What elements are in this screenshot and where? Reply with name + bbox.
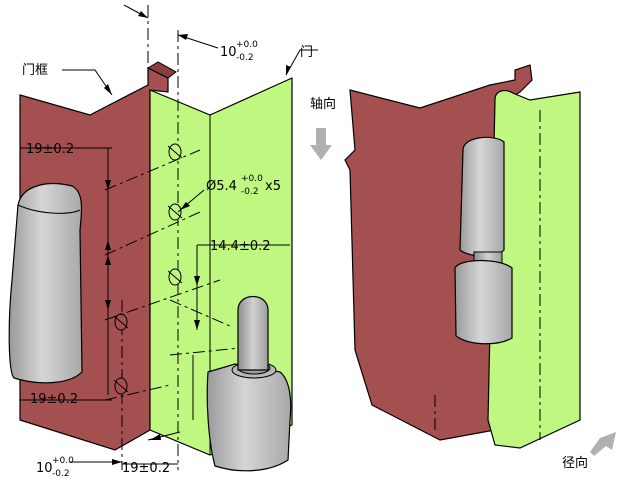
- radial-arrow-icon: [590, 432, 616, 456]
- dim-spacing-left-top: 19±0.2: [26, 142, 74, 157]
- svg-text:+0.0: +0.0: [241, 174, 263, 184]
- svg-text:-0.2: -0.2: [236, 53, 254, 63]
- door-panel-right: [487, 90, 581, 449]
- svg-text:x5: x5: [265, 179, 281, 194]
- hinge-leaf-right: [459, 136, 505, 257]
- hinge-pin-part-left: [206, 296, 292, 472]
- svg-text:Ø5.4: Ø5.4: [206, 179, 237, 194]
- right-assembly-view: 轴向 径向: [310, 64, 616, 471]
- svg-text:10: 10: [36, 461, 53, 476]
- hinge-lower-right: [454, 259, 513, 345]
- svg-text:-0.2: -0.2: [52, 469, 70, 479]
- dim-spacing-bottom: 19±0.2: [122, 461, 170, 476]
- dim-hole-diameter: Ø5.4 +0.0 -0.2 x5: [206, 174, 281, 197]
- dim-offset-bottom: 10 +0.0 -0.2: [36, 456, 74, 479]
- svg-text:-0.2: -0.2: [241, 187, 259, 197]
- label-door: 门: [300, 45, 313, 60]
- svg-text:+0.0: +0.0: [236, 40, 258, 50]
- left-assembly-view: 门框 门 10 +0.0 -0.2 Ø5.4 +0.0 -0.2 x5 14.4…: [8, 4, 318, 479]
- mounting-holes: [113, 143, 183, 395]
- door-frame-flange: [146, 61, 177, 79]
- dim-offset-top: 10 +0.0 -0.2: [220, 40, 258, 63]
- dim-spacing-left-bottom: 19±0.2: [30, 392, 78, 407]
- extension-lines: [104, 149, 241, 401]
- label-radial: 径向: [562, 455, 588, 471]
- svg-text:+0.0: +0.0: [52, 456, 74, 466]
- axial-arrow-icon: [310, 128, 332, 160]
- hinge-leaf-left: [8, 183, 83, 384]
- label-axial: 轴向: [310, 96, 336, 112]
- label-door-frame: 门框: [22, 63, 48, 78]
- dim-spacing-small: 14.4±0.2: [210, 239, 271, 254]
- svg-text:10: 10: [220, 45, 237, 60]
